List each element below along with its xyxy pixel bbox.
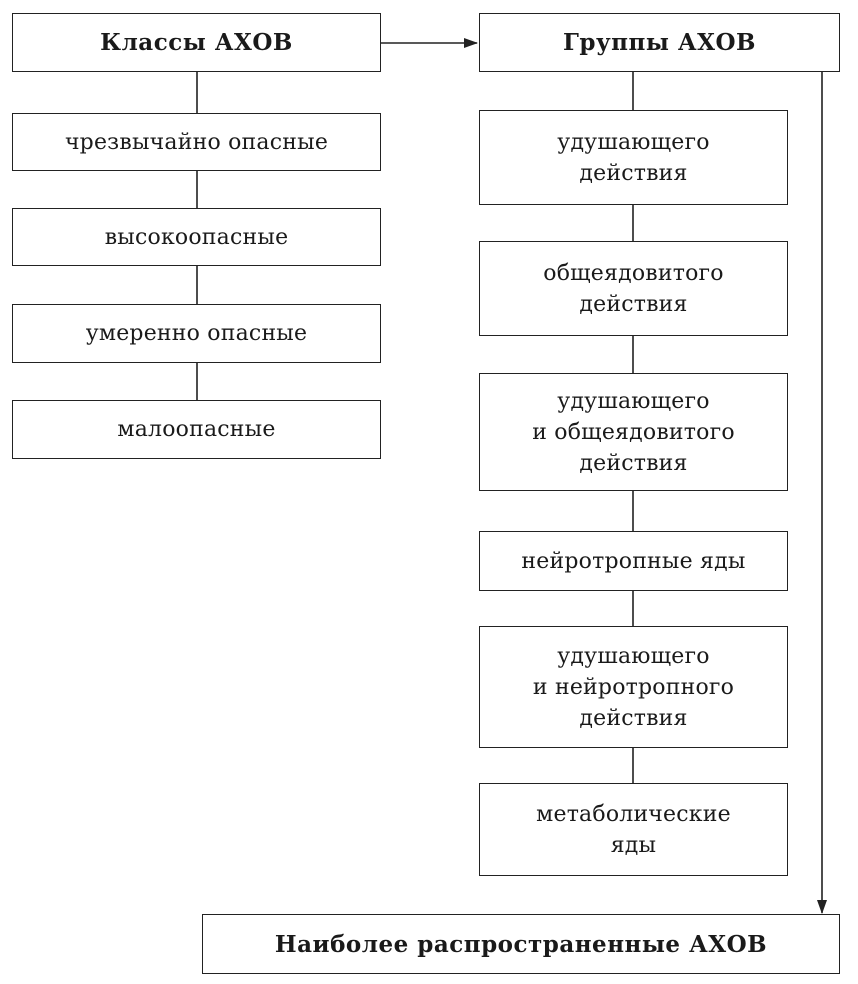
class-box-4: малоопасные (12, 400, 381, 459)
group-line: общеядовитого (543, 260, 724, 286)
group-line: яды (610, 832, 657, 858)
group-box-1: удушающего действия (479, 110, 788, 205)
group-line: и общеядовитого (532, 419, 735, 445)
group-line: действия (579, 291, 688, 317)
groups-title-box: Группы АХОВ (479, 13, 840, 72)
group-box-4: нейротропные яды (479, 531, 788, 591)
group-box-6: метаболические яды (479, 783, 788, 876)
class-box-2: высокоопасные (12, 208, 381, 266)
footer-title: Наиболее распространенные АХОВ (274, 930, 768, 958)
class-box-1: чрезвычайно опасные (12, 113, 381, 171)
group-box-3: удушающего и общеядовитого действия (479, 373, 788, 491)
class-label: чрезвычайно опасные (64, 129, 329, 155)
classes-title-box: Классы АХОВ (12, 13, 381, 72)
group-box-5: удушающего и нейротропного действия (479, 626, 788, 748)
group-line: действия (579, 705, 688, 731)
footer-box: Наиболее распространенные АХОВ (202, 914, 840, 974)
group-line: действия (579, 450, 688, 476)
class-label: умеренно опасные (85, 321, 308, 346)
class-box-3: умеренно опасные (12, 304, 381, 363)
group-line: и нейротропного (532, 674, 735, 700)
group-line: удушающего (557, 643, 710, 669)
group-line: метаболические (536, 801, 731, 827)
group-line: действия (579, 160, 688, 186)
group-line: удушающего (557, 388, 710, 414)
classes-title: Классы АХОВ (100, 29, 293, 56)
class-label: малоопасные (117, 417, 276, 442)
group-line: нейротропные яды (521, 548, 746, 574)
group-line: удушающего (557, 129, 710, 155)
class-label: высокоопасные (104, 224, 289, 250)
group-box-2: общеядовитого действия (479, 241, 788, 336)
groups-title: Группы АХОВ (563, 29, 756, 56)
